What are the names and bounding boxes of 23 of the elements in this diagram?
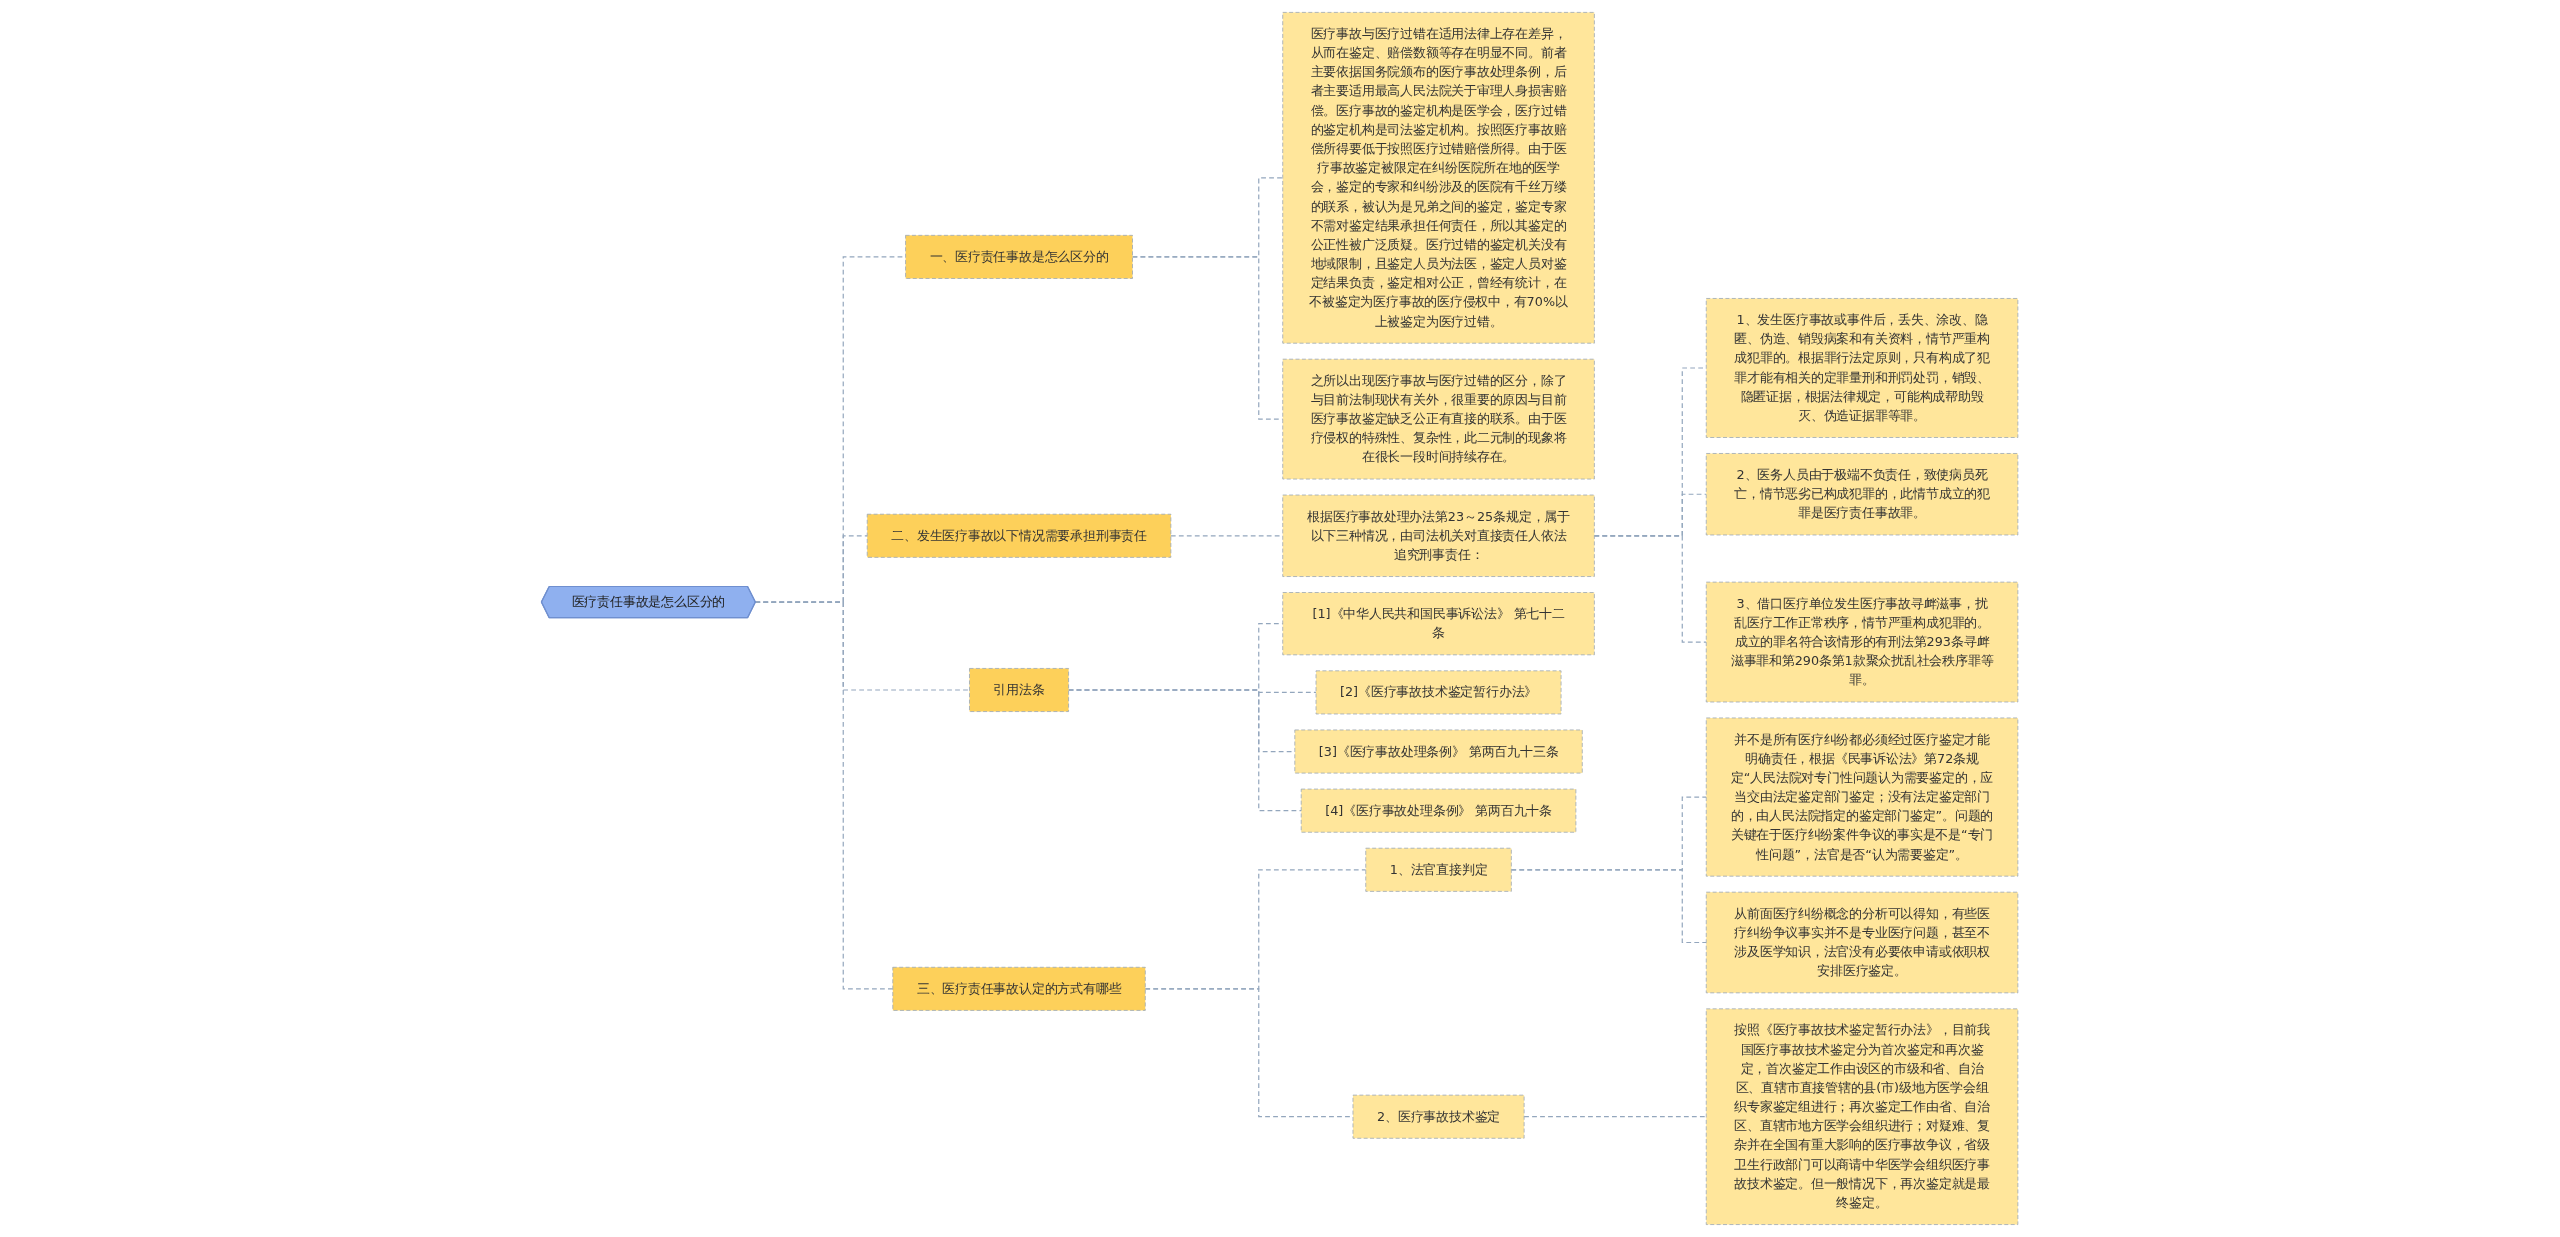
node-box: 根据医疗事故处理办法第23～25条规定，属于以下三种情况，由司法机关对直接责任人依法追究刑事责任： xyxy=(1282,494,1596,577)
node-box: 从前面医疗纠纷概念的分析可以得知，有些医疗纠纷争议事实并不是专业医疗问题，甚至不涉及医学知识，法官没有必要依申请或依职权安排医疗鉴定。 xyxy=(1706,891,2019,994)
node-box: 3、借口医疗单位发生医疗事故寻衅滋事，扰乱医疗工作正常秩序，情节严重构成犯罪的。成立的罪名符合该情形的有刑法第293条寻衅滋事罪和第290条第1款聚众扰乱社会秩序罪等罪。 xyxy=(1706,581,2019,703)
node-box: 引用法条 xyxy=(969,668,1070,712)
node-box: 1、发生医疗事故或事件后，丢失、涂改、隐匿、伪造、销毁病案和有关资料，情节严重构成犯罪的。根据罪行法定原则，只有构成了犯罪才能有相关的定罪量刑和刑罚处罚，销毁、隐匿证据，根据法律规定，可能构成帮助毁灭、伪造证据罪等罪。 xyxy=(1706,298,2019,438)
node-box: [3]《医疗事故处理条例》 第两百九十三条 xyxy=(1294,729,1584,774)
node-box: [1]《中华人民共和国民事诉讼法》 第七十二条 xyxy=(1282,592,1596,656)
node-box: 二、发生医疗事故以下情况需要承担刑事责任 xyxy=(867,513,1172,558)
node-box: 一、医疗责任事故是怎么区分的 xyxy=(905,234,1134,279)
node-box: 医疗事故与医疗过错在适用法律上存在差异，从而在鉴定、赔偿数额等存在明显不同。前者主要依据国务院颁布的医疗事故处理条例，后者主要适用最高人民法院关于审理人身损害赔偿。医疗事故的鉴定机构是医学会，医疗过错的鉴定机构是司法鉴定机构。按照医疗事故赔偿所得要低于按照医疗过错赔偿所得。由于医疗事故鉴定被限定在纠纷医院所在地的医学会，鉴定的专家和纠纷涉及的医院有千丝万缕的联系，被认为是兄弟之间的鉴定，鉴定专家不需对鉴定结果承担任何责任，所以其鉴定的公正性被广泛质疑。医疗过错的鉴定机关没有地域限制，且鉴定人员为法医，鉴定人员对鉴定结果负责，鉴定相对公正，曾经有统计，在不被鉴定为医疗事故的医疗侵权中，有70%以上被鉴定为医疗过错。 xyxy=(1282,12,1596,344)
node-box: [2]《医疗事故技术鉴定暂行办法》 xyxy=(1316,670,1562,715)
node-box: 2、医务人员由于极端不负责任，致使病员死亡，情节恶劣已构成犯罪的，此情节成立的犯罪是医疗责任事故罪。 xyxy=(1706,453,2019,536)
connector xyxy=(755,601,894,990)
node-box: 1、法官直接判定 xyxy=(1365,847,1513,892)
node-box: 三、医疗责任事故认定的方式有哪些 xyxy=(892,966,1147,1011)
node-box: 2、医疗事故技术鉴定 xyxy=(1352,1094,1525,1139)
node-box: 并不是所有医疗纠纷都必须经过医疗鉴定才能明确责任，根据《民事诉讼法》第72条规定“人民法院对专门性问题认为需要鉴定的，应当交由法定鉴定部门鉴定；没有法定鉴定部门的，由人民法院指定的鉴定部门鉴定”。问题的关键在于医疗纠纷案件争议的事实是不是“专门性问题”，法官是否“认为需要鉴定”。 xyxy=(1706,717,2019,877)
node-box: 按照《医疗事故技术鉴定暂行办法》，目前我国医疗事故技术鉴定分为首次鉴定和再次鉴定，首次鉴定工作由设区的市级和省、自治区、直辖市直接管辖的县(市)级地方医学会组织专家鉴定组进行；再次鉴定工作由省、自治区、直辖市地方医学会组织进行；对疑难、复杂并在全国有重大影响的医疗事故争议，省级卫生行政部门可以商请中华医学会组织医疗事故技术鉴定。但一般情况下，再次鉴定就是最终鉴定。 xyxy=(1706,1008,2019,1225)
node-box: [4]《医疗事故处理条例》 第两百九十条 xyxy=(1301,788,1577,833)
node-box: 之所以出现医疗事故与医疗过错的区分，除了与目前法制现状有关外，很重要的原因与目前医疗事故鉴定缺乏公正有直接的联系。由于医疗侵权的特殊性、复杂性，此二元制的现象将在很长一段时间持续存在。 xyxy=(1282,358,1596,480)
connector xyxy=(1511,869,1708,944)
connector xyxy=(1523,1116,1708,1118)
connector xyxy=(1068,689,1303,812)
